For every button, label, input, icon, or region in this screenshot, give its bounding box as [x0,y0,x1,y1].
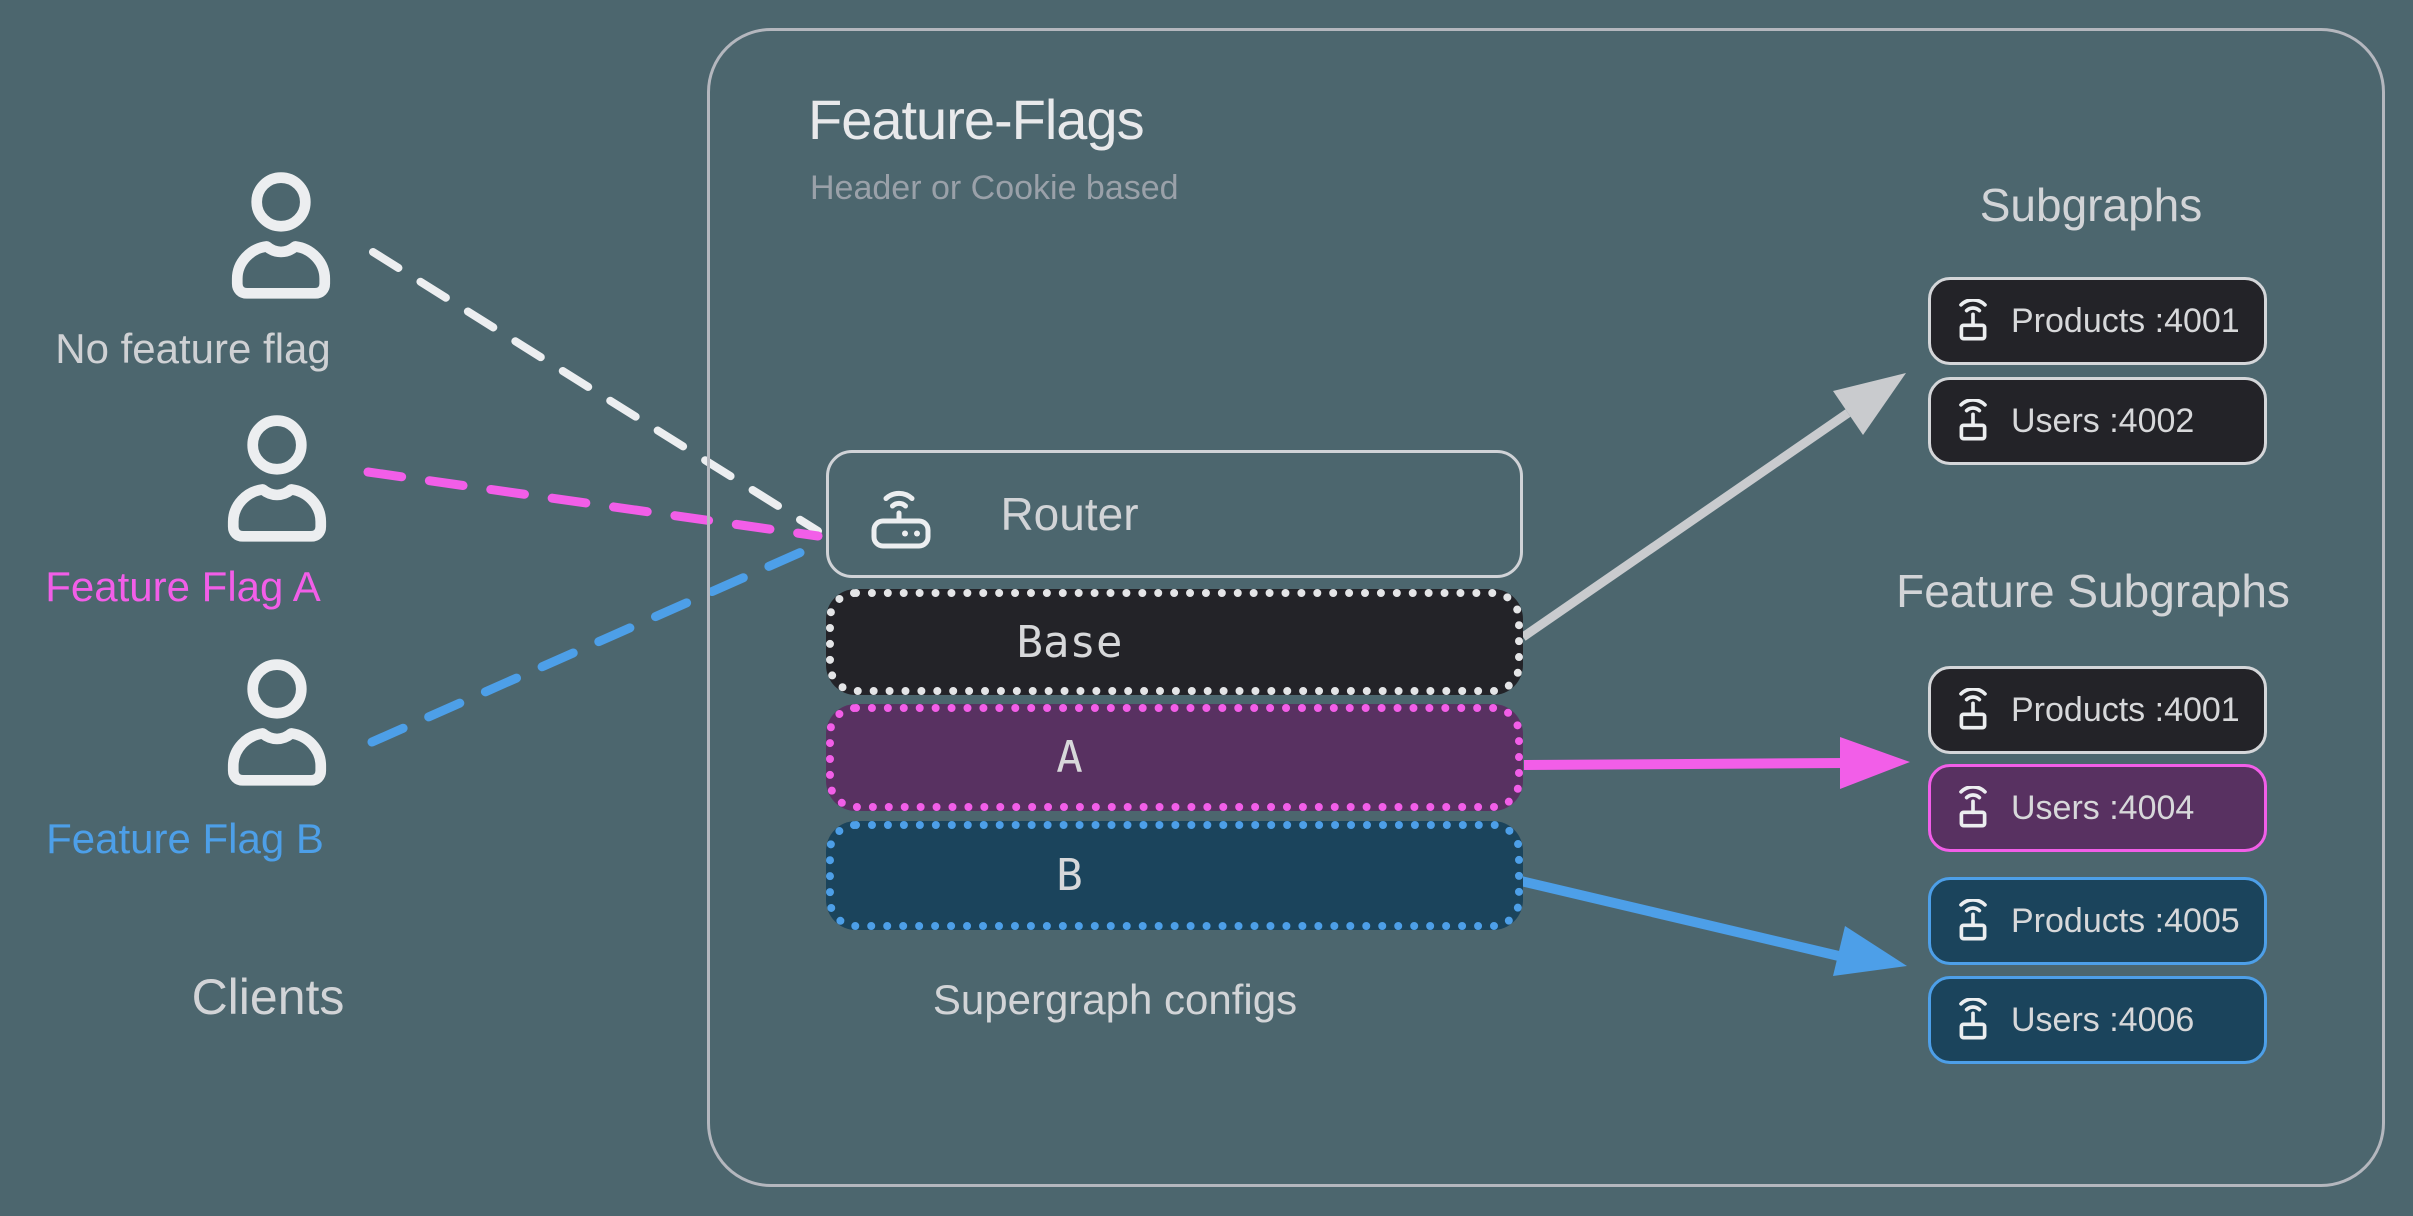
feature-flags-panel: Feature-Flags Header or Cookie based Rou… [707,28,2385,1187]
clients-heading: Clients [191,969,345,1025]
node-label: Products :4005 [2011,901,2240,940]
router-label: Router [1000,488,1139,540]
supergraph-config-base: Base [826,589,1523,695]
user-icon [227,415,327,542]
broadcast-server-icon [1959,998,1987,1040]
client-label-no-feature-flag: No feature flag [55,325,331,372]
user-icon [231,172,331,299]
node-label: Users :4002 [2011,401,2195,440]
broadcast-server-icon [1959,786,1987,828]
broadcast-server-icon [1959,299,1987,341]
feature-subgraphs-heading: Feature Subgraphs [1896,565,2290,617]
subgraphs-heading: Subgraphs [1979,179,2203,231]
panel-title: Feature-Flags [808,88,1145,151]
supergraph-configs-caption: Supergraph configs [932,976,1298,1023]
client-label-feature-flag-a: Feature Flag A [45,563,321,610]
supergraph-config-a: A [826,704,1523,811]
client-label-feature-flag-b: Feature Flag B [46,815,324,862]
broadcast-server-icon [1959,688,1987,730]
supergraph-config-b: B [826,821,1523,930]
node-label: Products :4001 [2011,301,2240,340]
subgraph-node-products-4001: Products :4001 [1928,277,2267,365]
feature-subgraph-node-products-4001: Products :4001 [1928,666,2267,754]
node-label: Users :4006 [2011,1000,2195,1039]
feature-subgraph-node-users-4004: Users :4004 [1928,764,2267,852]
broadcast-server-icon [1959,899,1987,941]
router-box: Router [826,450,1523,578]
subgraph-node-users-4002: Users :4002 [1928,377,2267,465]
feature-subgraph-node-products-4005: Products :4005 [1928,877,2267,965]
router-icon [871,490,931,549]
broadcast-server-icon [1959,399,1987,441]
feature-subgraph-node-users-4006: Users :4006 [1928,976,2267,1064]
user-icon [227,659,327,786]
node-label: Users :4004 [2011,788,2195,827]
panel-subtitle: Header or Cookie based [810,169,1179,207]
node-label: Products :4001 [2011,690,2240,729]
